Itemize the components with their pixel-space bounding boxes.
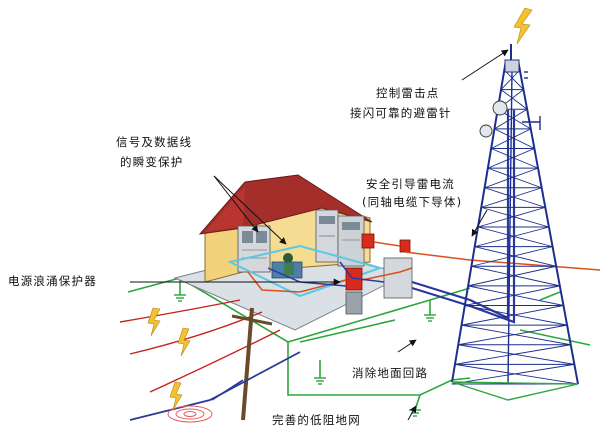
operator-desk — [271, 253, 303, 279]
tower-brace — [477, 206, 546, 228]
label-down-conductor: 安全引导雷电流 — [366, 177, 455, 191]
incoming-power-lines — [119, 299, 281, 393]
label-transient-protection: 的瞬变保护 — [120, 155, 184, 169]
label-ground-loop: 消除地面回路 — [352, 366, 428, 380]
tower-brace — [487, 148, 535, 169]
label-ground-grid: 完善的低阻地网 — [272, 413, 361, 427]
callout-arrows — [130, 49, 509, 421]
communication-tower — [451, 44, 579, 385]
lightning-bolts — [147, 7, 533, 411]
antenna-dish — [492, 100, 508, 116]
tower-brace — [490, 128, 531, 149]
tower-brace — [474, 246, 557, 267]
building-left-wall — [204, 225, 244, 283]
tower-brace — [471, 265, 560, 287]
ground-ripple — [167, 405, 213, 423]
surge-protector-box-2 — [361, 233, 375, 249]
building-gable — [205, 186, 245, 232]
tower-brace — [477, 226, 553, 248]
tower-brace — [494, 128, 535, 149]
ground-network — [127, 267, 591, 411]
tower-brace — [490, 148, 539, 169]
tower-brace — [454, 344, 571, 365]
tower-brace — [474, 226, 550, 248]
utility-pole — [211, 307, 273, 421]
label-surge-protector: 电源浪涌保护器 — [8, 274, 97, 288]
label-signal-line: 信号及数据线 — [116, 135, 192, 149]
equipment-cabinet-left — [237, 225, 271, 273]
tower-brace — [504, 69, 524, 90]
tower-brace — [481, 206, 550, 228]
tower-brace — [464, 285, 560, 306]
entry-junction-box — [383, 257, 413, 299]
tower-brace — [494, 108, 528, 130]
equipment-cabinet-right — [315, 209, 365, 267]
tower-brace — [458, 344, 575, 365]
lightning-bolt-icon — [147, 307, 161, 337]
tower-brace — [484, 187, 546, 208]
underground-feed — [129, 351, 301, 421]
tower-brace — [471, 246, 553, 267]
lightning-bolt-icon — [177, 327, 191, 357]
label-strike-point: 控制雷击点 — [376, 86, 440, 100]
tower-brace — [464, 305, 568, 326]
label-lightning-rod: 接闪可靠的避雷针 — [350, 106, 452, 120]
tower-brace — [500, 69, 521, 90]
tower-ground-base — [451, 381, 579, 401]
label-coax-conductor: (同轴电缆下导体) — [362, 195, 462, 209]
tower-brace — [454, 363, 579, 385]
tower-brace — [487, 167, 542, 189]
tower-brace — [484, 167, 539, 189]
lightning-bolt-icon — [169, 381, 183, 411]
coax-feed-cable — [411, 110, 516, 324]
tower-brace — [461, 305, 564, 326]
tower-brace — [500, 89, 528, 110]
tower-brace — [468, 285, 564, 306]
tower-brace — [458, 324, 568, 346]
equipotential-ring — [227, 244, 384, 298]
antenna-dish — [479, 124, 493, 138]
tower-brace — [481, 187, 542, 208]
tower-brace — [451, 363, 575, 385]
tower-brace — [461, 324, 571, 346]
lightning-bolt-icon — [513, 7, 533, 45]
equipment-building — [173, 174, 413, 331]
surge-protector-box-3 — [399, 239, 411, 253]
tower-brace — [468, 265, 557, 287]
